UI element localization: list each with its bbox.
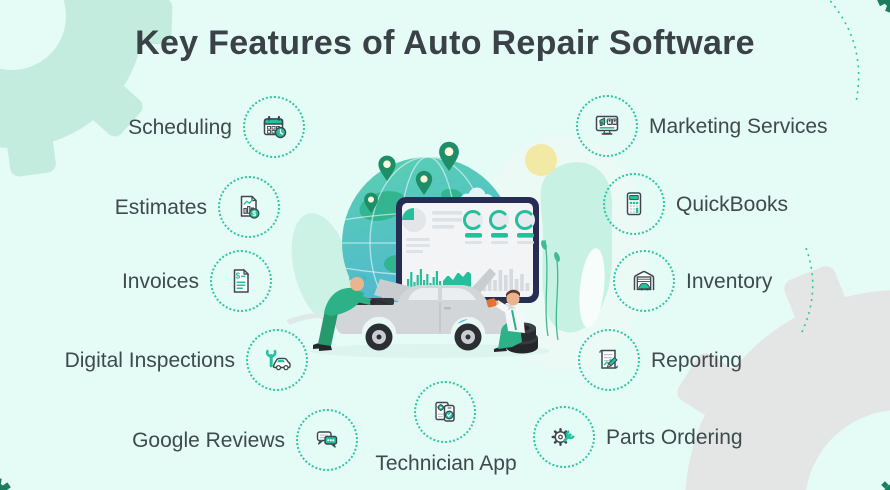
garage-car-icon — [633, 270, 655, 291]
feature-reporting: Reporting — [578, 329, 742, 391]
feature-inventory: Inventory — [613, 250, 772, 312]
feature-icon-circle — [414, 381, 476, 443]
feature-label: Parts Ordering — [606, 425, 743, 449]
gauge-charts — [463, 210, 535, 244]
feature-google-reviews: Google Reviews — [132, 409, 358, 471]
feature-icon-circle — [296, 409, 358, 471]
feature-label: Marketing Services — [649, 114, 828, 138]
chat-bubbles-icon — [316, 431, 338, 448]
feature-icon-circle — [603, 173, 665, 235]
feature-label: Estimates — [114, 195, 207, 219]
feature-label: Inventory — [686, 269, 773, 293]
feature-label: Scheduling — [128, 115, 232, 139]
phone-checklist-gear-icon — [435, 401, 455, 422]
report-pencil-icon — [599, 349, 618, 369]
feature-scheduling: Scheduling — [128, 96, 305, 158]
estimate-document-icon: $ — [240, 195, 260, 219]
calculator-icon — [626, 192, 642, 216]
gear-decoration-right — [677, 266, 890, 490]
feature-label: Technician App — [375, 452, 517, 475]
invoice-document-icon: $ — [233, 268, 250, 293]
feature-invoices: Invoices $ — [122, 250, 272, 312]
feature-icon-circle — [578, 329, 640, 391]
feature-icon-circle — [576, 95, 638, 157]
calendar-clock-icon — [263, 116, 287, 139]
feature-label: QuickBooks — [676, 192, 789, 216]
car-wheels — [365, 323, 482, 351]
feature-icon-circle — [246, 329, 308, 391]
sun — [525, 144, 557, 176]
gear-accent-bottom-left — [0, 477, 11, 490]
gear-accent-top-right — [877, 0, 890, 14]
mechanic-left — [313, 273, 389, 351]
monitor-megaphone-icon — [595, 115, 619, 135]
dashboard-monitor — [396, 197, 539, 303]
feature-label: Reporting — [651, 348, 743, 372]
feature-label: Invoices — [121, 269, 199, 293]
mechanic-right — [486, 289, 525, 352]
gear-wrench-icon — [551, 428, 575, 446]
feature-technician-app — [414, 381, 476, 443]
page-title: Key Features of Auto Repair Software — [135, 24, 755, 62]
feature-icon-circle — [613, 250, 675, 312]
feature-estimates: Estimates $ — [115, 176, 280, 238]
feature-icon-circle — [243, 96, 305, 158]
feature-quickbooks: QuickBooks — [603, 173, 788, 235]
feature-icon-circle — [533, 406, 595, 468]
svg-text:$: $ — [236, 272, 241, 281]
feature-label: Google Reviews — [132, 428, 285, 452]
feature-icon-circle: $ — [218, 176, 280, 238]
plant-stems — [541, 239, 560, 341]
feature-parts-ordering: Parts Ordering — [533, 406, 743, 468]
wrench-car-icon — [265, 349, 291, 371]
gear-accent-bottom-right — [881, 481, 890, 490]
svg-text:$: $ — [252, 211, 256, 218]
feature-marketing-services: Marketing Services — [576, 95, 828, 157]
feature-icon-circle: $ — [210, 250, 272, 312]
feature-digital-inspections: Digital Inspections — [65, 329, 308, 391]
car-illustration — [335, 268, 520, 351]
gear-decoration-top-left — [0, 0, 173, 177]
feature-label: Digital Inspections — [64, 348, 235, 372]
